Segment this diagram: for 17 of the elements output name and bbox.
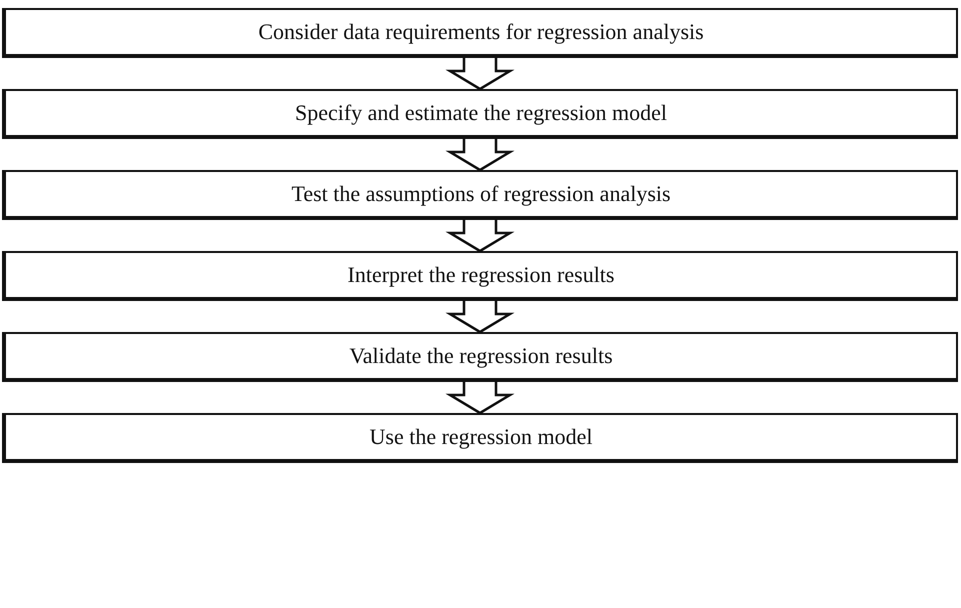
process-box: [2, 413, 958, 463]
step-text: Validate the regression results: [349, 343, 613, 369]
process-box: [2, 332, 958, 382]
block-arrow: [445, 380, 515, 414]
process-box: [2, 8, 958, 58]
step-text: Interpret the regression results: [348, 262, 614, 288]
block-arrow: [445, 56, 515, 90]
process-box: [2, 251, 958, 301]
block-arrow: [445, 138, 515, 172]
process-box: [2, 170, 958, 220]
step-text: Specify and estimate the regression model: [294, 100, 668, 126]
process-box: [2, 89, 958, 139]
step-text: Consider data requirements for regression analysis: [258, 19, 704, 45]
step-text: Test the assumptions of regression analysis: [291, 181, 671, 207]
step-text: Use the regression model: [370, 424, 592, 450]
block-arrow: [445, 218, 515, 252]
block-arrow: [445, 300, 515, 334]
